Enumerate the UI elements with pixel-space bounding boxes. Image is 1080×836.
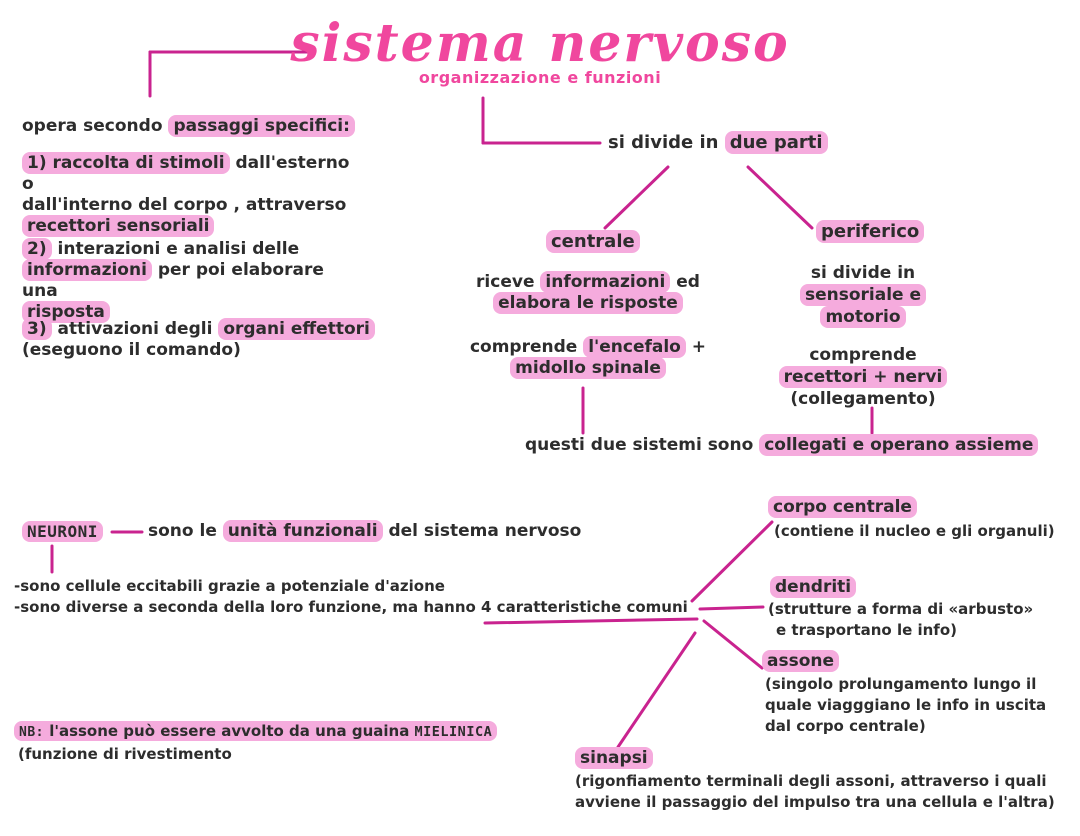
sinapsi-highlight: sinapsi	[575, 747, 653, 769]
nb-text: l'assone può essere avvolto da una guain…	[43, 722, 415, 740]
divide-text: si divide in	[608, 132, 725, 153]
step-1: 1) raccolta di stimoli dall'esterno o da…	[22, 152, 362, 237]
intro-text: opera secondo	[22, 116, 169, 136]
corpo-centrale-label: corpo centrale	[768, 496, 917, 518]
step3-highlight-1: 3)	[22, 318, 52, 340]
periferico-d1-highlight2: motorio	[820, 306, 906, 328]
centrale-d2-text: comprende	[469, 337, 584, 357]
page-subtitle: organizzazione e funzioni	[418, 68, 662, 87]
intro-line: opera secondo passaggi specifici:	[22, 115, 355, 137]
neuroni-label: NEURONI	[22, 521, 103, 543]
divide-highlight: due parti	[724, 131, 828, 154]
sinapsi-desc-1: (rigonfiamento terminali degli assoni, a…	[575, 772, 1047, 790]
periferico-d1-text: si divide in	[810, 263, 916, 283]
dendriti-desc: (strutture a forma di «arbusto» e traspo…	[768, 599, 1078, 641]
step2-highlight-3: risposta	[22, 301, 110, 323]
centrale-desc-2: comprende l'encefalo + midollo spinale	[455, 336, 721, 379]
neuroni-bullet-1: -sono cellule eccitabili grazie a potenz…	[14, 577, 445, 595]
periferico-d2-text2: (collegamento)	[790, 389, 936, 409]
centrale-d1-text2: ed	[670, 272, 700, 292]
dendriti-label: dendriti	[770, 576, 857, 598]
periferico-d2-text: comprende	[809, 345, 917, 365]
step3-highlight-2: organi effettori	[218, 318, 375, 340]
step1-highlight-2: recettori sensoriali	[22, 215, 215, 237]
centrale-highlight: centrale	[546, 230, 640, 253]
connector-to-centrale	[603, 165, 670, 230]
connector-to-assone	[702, 619, 764, 670]
nb-note-line2: (funzione di rivestimento	[18, 744, 232, 765]
centrale-d2-highlight: l'encefalo	[583, 336, 686, 358]
step2-text-2: per poi elaborare una	[22, 260, 324, 301]
step2-highlight-2: informazioni	[22, 259, 152, 281]
together-text: questi due sistemi sono	[525, 435, 760, 455]
step2-text-1: interazioni e analisi delle	[51, 239, 300, 259]
assone-label: assone	[762, 650, 840, 672]
neuroni-bullets: -sono cellule eccitabili grazie a potenz…	[14, 576, 714, 618]
step3-text-2: (eseguono il comando)	[22, 340, 241, 360]
neuroni-def-text: sono le	[148, 521, 223, 541]
nb-note: NB: l'assone può essere avvolto da una g…	[14, 721, 498, 743]
centrale-d2-text2: +	[685, 337, 707, 357]
nb-text-2: (funzione di rivestimento	[18, 745, 232, 763]
together-line: questi due sistemi sono collegati e oper…	[525, 434, 1039, 456]
step-2: 2) interazioni e analisi delle informazi…	[22, 238, 362, 323]
connector-to-sinapsi	[616, 631, 697, 749]
dendriti-desc-2: e trasportano le info)	[776, 621, 957, 639]
together-highlight: collegati e operano assieme	[759, 434, 1039, 456]
connector-to-periferico	[746, 165, 814, 230]
periferico-d1-highlight: sensoriale e	[799, 284, 927, 306]
divide-node: si divide in due parti	[608, 131, 828, 154]
centrale-d1-highlight: informazioni	[540, 271, 671, 293]
assone-desc-2: quale viagggiano le info in uscita	[765, 696, 1047, 714]
centrale-d2-highlight2: midollo spinale	[510, 357, 666, 379]
sinapsi-desc-2: avviene il passaggio del impulso tra una…	[575, 793, 1055, 811]
step-3: 3) attivazioni degli organi effettori (e…	[22, 318, 382, 361]
corpo-centrale-highlight: corpo centrale	[768, 496, 917, 518]
centrale-desc-1: riceve informazioni ed elabora le rispos…	[460, 271, 716, 314]
neuroni-def-text2: del sistema nervoso	[382, 521, 582, 541]
centrale-label: centrale	[546, 230, 640, 253]
dendriti-desc-1: (strutture a forma di «arbusto»	[768, 600, 1034, 618]
page-title: sistema nervoso	[290, 13, 790, 74]
periferico-highlight: periferico	[816, 220, 925, 243]
corpo-centrale-desc: (contiene il nucleo e gli organuli)	[774, 521, 1074, 542]
sinapsi-desc: (rigonfiamento terminali degli assoni, a…	[575, 771, 1065, 813]
neuroni-bullet-2: -sono diverse a seconda della loro funzi…	[14, 598, 688, 616]
centrale-d1-text: riceve	[476, 272, 541, 292]
centrale-d1-highlight2: elabora le risposte	[493, 292, 683, 314]
neuroni-def-highlight: unità funzionali	[222, 520, 383, 542]
step2-highlight-1: 2)	[22, 238, 52, 260]
step1-text-1: dall'esterno o	[22, 153, 350, 194]
corpo-centrale-desc-text: (contiene il nucleo e gli organuli)	[774, 522, 1055, 540]
connector-characteristics-underline	[483, 617, 699, 625]
periferico-label: periferico	[816, 220, 925, 243]
periferico-desc-2: comprende recettori + nervi (collegament…	[773, 344, 953, 410]
intro-highlight: passaggi specifici:	[168, 115, 355, 137]
step1-highlight-1: 1) raccolta di stimoli	[22, 152, 230, 174]
assone-desc-3: dal corpo centrale)	[765, 717, 926, 735]
nb-caps: MIELINICA	[414, 724, 493, 740]
nb-tag: NB:	[19, 725, 44, 740]
sinapsi-label: sinapsi	[575, 747, 653, 769]
periferico-desc-1: si divide in sensoriale e motorio	[783, 262, 943, 328]
step3-text-1: attivazioni degli	[51, 319, 219, 339]
assone-desc-1: (singolo prolungamento lungo il	[765, 675, 1037, 693]
neuroni-definition: sono le unità funzionali del sistema ner…	[148, 520, 582, 542]
title-block: sistema nervoso organizzazione e funzion…	[0, 13, 1080, 88]
assone-highlight: assone	[762, 650, 840, 672]
assone-desc: (singolo prolungamento lungo il quale vi…	[765, 674, 1075, 737]
step1-text-2: dall'interno del corpo , attraverso	[22, 195, 347, 215]
dendriti-highlight: dendriti	[770, 576, 857, 598]
neuroni-highlight: NEURONI	[22, 521, 103, 542]
periferico-d2-highlight: recettori + nervi	[778, 366, 948, 388]
